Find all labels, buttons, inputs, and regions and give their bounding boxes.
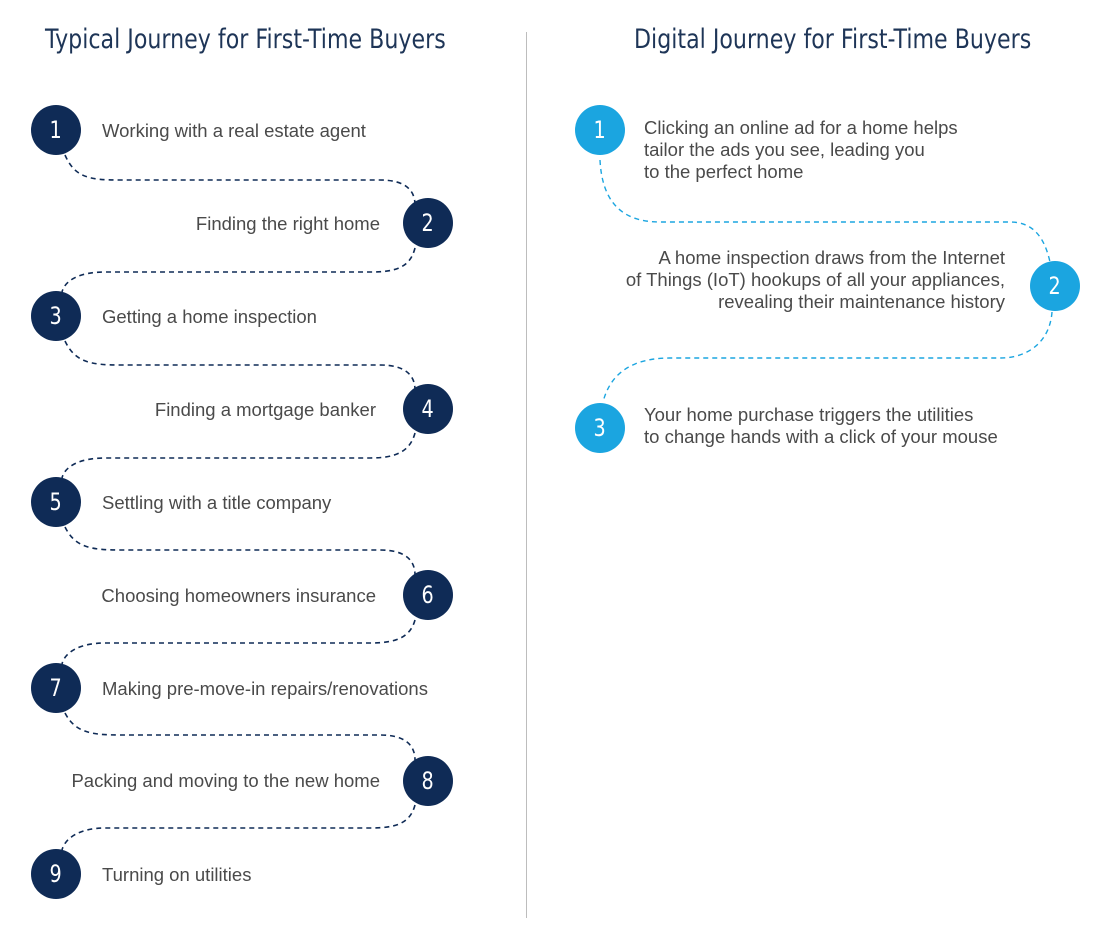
connector-4-5	[61, 432, 416, 479]
connector-1-2	[64, 154, 416, 206]
step-9-label: Turning on utilities	[102, 864, 252, 885]
column-divider	[526, 32, 527, 918]
step-4-label: Finding a mortgage banker	[154, 399, 376, 420]
step-1-label: Working with a real estate agent	[102, 120, 366, 141]
step-3-circle: 3	[31, 291, 81, 341]
digital-journey-title: Digital Journey for First-Time Buyers	[634, 24, 1032, 55]
connector-6-7	[61, 619, 416, 665]
connector-8-9	[61, 804, 416, 851]
step-8-circle: 8	[403, 756, 453, 806]
digital-step-1-label: Clicking an online ad for a home helps t…	[644, 117, 958, 182]
connector-7-8	[64, 712, 416, 761]
step-5-label: Settling with a title company	[102, 492, 332, 513]
step-4-circle: 4	[403, 384, 453, 434]
step-5-circle: 5	[31, 477, 81, 527]
typical-journey-title: Typical Journey for First-Time Buyers	[45, 24, 446, 55]
digital-step-2-label: A home inspection draws from the Interne…	[625, 247, 1005, 312]
step-2-label: Finding the right home	[195, 213, 380, 234]
digital-step-3-label: Your home purchase triggers the utilitie…	[644, 404, 998, 447]
digital-step-3-circle: 3	[575, 403, 625, 453]
step-8-label: Packing and moving to the new home	[71, 770, 380, 791]
step-7-label: Making pre-move-in repairs/renovations	[102, 678, 428, 699]
step-9-circle: 9	[31, 849, 81, 899]
connector-2-3	[61, 247, 416, 293]
step-7-circle: 7	[31, 663, 81, 713]
connector-digital-1-2	[599, 159, 1051, 263]
step-6-circle: 6	[403, 570, 453, 620]
connector-digital-2-3	[602, 311, 1053, 403]
step-6-label: Choosing homeowners insurance	[101, 585, 376, 606]
connector-3-4	[64, 340, 416, 391]
digital-step-1-circle: 1	[575, 105, 625, 155]
step-2-circle: 2	[403, 198, 453, 248]
connector-5-6	[64, 526, 416, 576]
step-3-label: Getting a home inspection	[102, 306, 317, 327]
digital-step-2-circle: 2	[1030, 261, 1080, 311]
step-1-circle: 1	[31, 105, 81, 155]
